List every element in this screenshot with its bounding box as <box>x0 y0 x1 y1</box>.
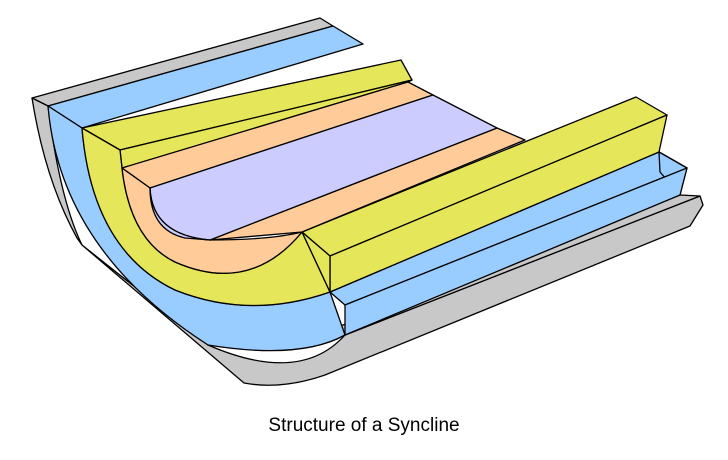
yellow-layer-inner-step <box>301 231 331 293</box>
lavender-core-curve <box>149 187 211 241</box>
diagram-caption: Structure of a Syncline <box>268 415 460 436</box>
blue-layer-right-front <box>344 167 688 336</box>
syncline-block-diagram <box>31 17 704 386</box>
